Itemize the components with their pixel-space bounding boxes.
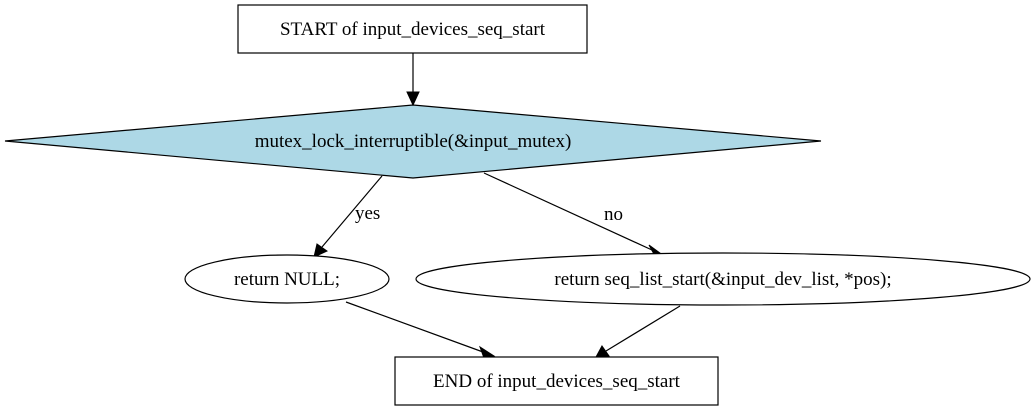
return-null-ellipse bbox=[184, 254, 390, 304]
edge-seq-to-end bbox=[605, 305, 681, 352]
decision-node: mutex_lock_interruptible(&input_mutex) bbox=[4, 104, 822, 179]
edge-start-to-decision-arrow bbox=[406, 91, 420, 107]
decision-diamond bbox=[4, 104, 822, 179]
end-node-label: END of input_devices_seq_start bbox=[433, 371, 681, 392]
return-seq-node: return seq_list_start(&input_dev_list, *… bbox=[415, 252, 1031, 306]
start-node-box bbox=[237, 4, 588, 54]
edge-label-yes: yes bbox=[355, 203, 380, 224]
end-node: END of input_devices_seq_start bbox=[394, 356, 719, 406]
edge-null-to-end-arrow bbox=[479, 345, 496, 359]
edge-null-to-end bbox=[345, 301, 484, 353]
start-node: START of input_devices_seq_start bbox=[237, 4, 588, 54]
decision-node-label: mutex_lock_interruptible(&input_mutex) bbox=[255, 131, 572, 152]
edges: yes no bbox=[313, 53, 681, 359]
edge-yes bbox=[321, 175, 383, 248]
return-seq-label: return seq_list_start(&input_dev_list, *… bbox=[554, 269, 891, 290]
end-node-box bbox=[394, 356, 719, 406]
edge-label-no: no bbox=[604, 204, 623, 225]
return-seq-ellipse bbox=[415, 252, 1031, 306]
start-node-label: START of input_devices_seq_start bbox=[280, 19, 546, 40]
edge-seq-to-end-arrow bbox=[595, 345, 610, 358]
return-null-node: return NULL; bbox=[184, 254, 390, 304]
edge-yes-arrow bbox=[313, 243, 328, 258]
edge-no bbox=[483, 172, 653, 251]
return-null-label: return NULL; bbox=[234, 269, 340, 290]
